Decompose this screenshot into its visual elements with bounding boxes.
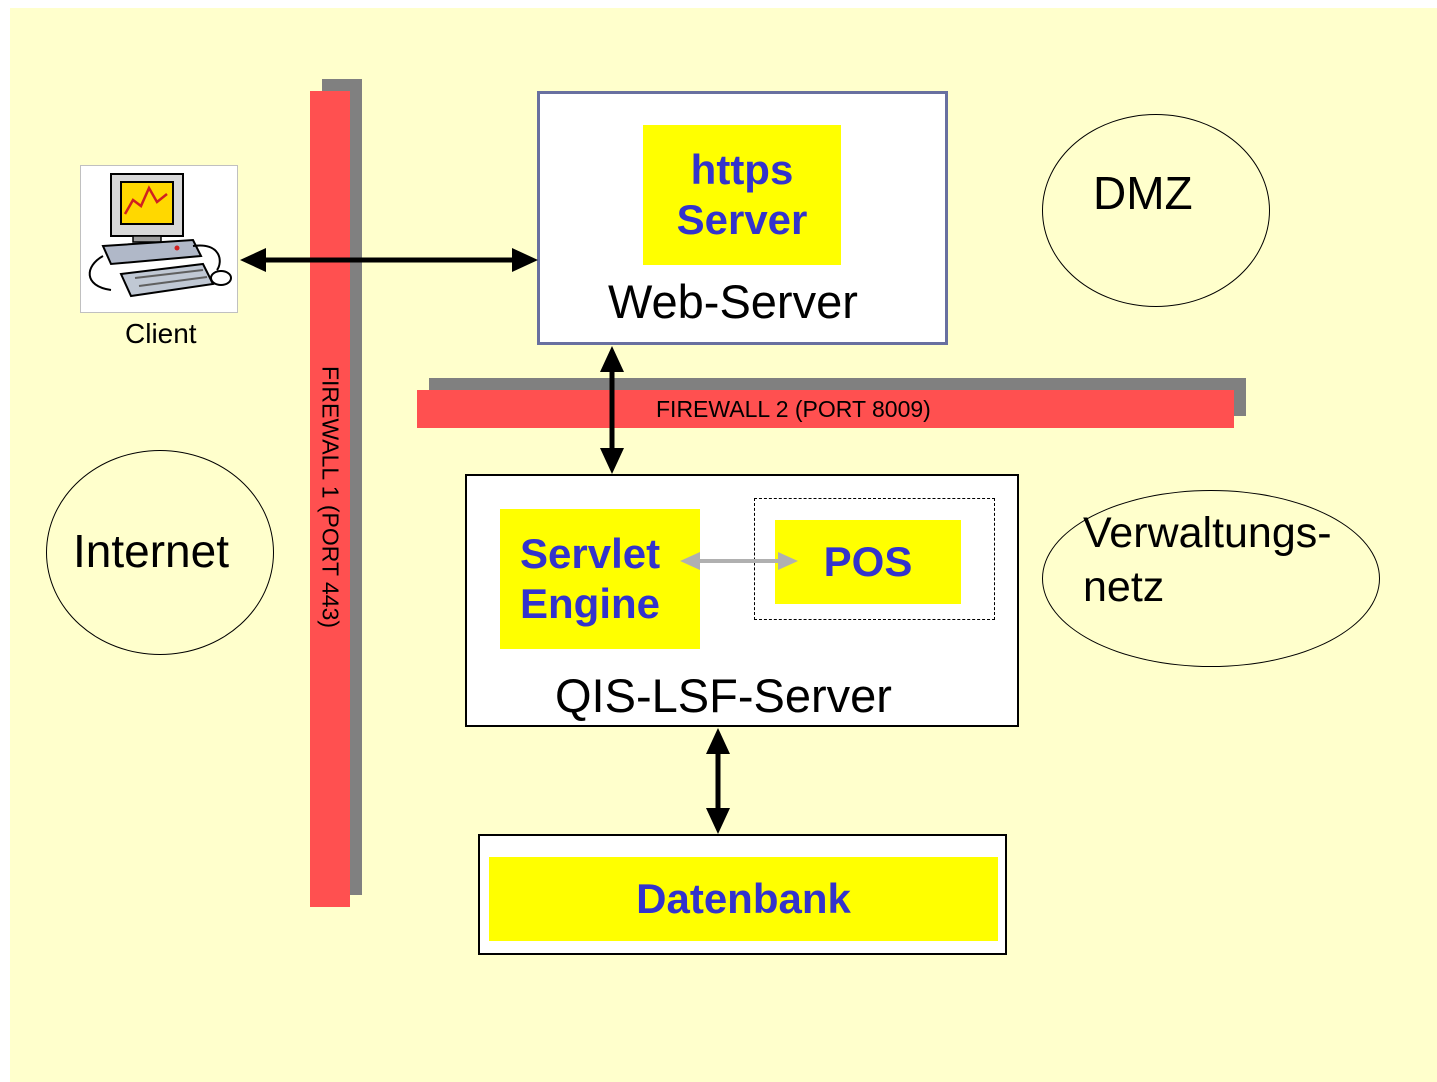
qis-lsf-server-label: QIS-LSF-Server — [555, 669, 892, 722]
servlet-engine-line1: Servlet — [520, 529, 661, 577]
firewall-2-label: FIREWALL 2 (PORT 8009) — [656, 396, 931, 422]
client-label: Client — [125, 318, 197, 349]
client-icon — [80, 165, 238, 313]
https-server-component: https Server — [643, 125, 841, 265]
dmz-label: DMZ — [1093, 167, 1193, 219]
database-label: Datenbank — [636, 874, 851, 922]
pos-label: POS — [823, 537, 913, 585]
verwaltungsnetz-zone: Verwaltungs- netz — [1042, 490, 1380, 667]
verwaltungsnetz-label-line2: netz — [1083, 563, 1165, 611]
web-server-label: Web-Server — [608, 275, 858, 328]
webserver-qis-arrow — [600, 346, 624, 474]
https-server-line1: https — [690, 145, 794, 193]
verwaltungsnetz-label-line1: Verwaltungs- — [1083, 509, 1332, 557]
firewall-1 — [310, 91, 350, 907]
internet-zone: Internet — [46, 450, 274, 655]
client-webserver-arrow — [240, 248, 538, 272]
firewall-2 — [417, 390, 1234, 428]
servlet-pos-arrow — [680, 552, 798, 570]
servlet-engine-line2: Engine — [520, 580, 661, 627]
qis-database-arrow — [706, 728, 730, 834]
https-server-line2: Server — [676, 196, 808, 243]
database-component: Datenbank — [489, 857, 998, 941]
dmz-zone: DMZ — [1042, 114, 1270, 307]
servlet-engine-component: Servlet Engine — [500, 509, 700, 649]
internet-label: Internet — [73, 525, 229, 577]
pos-component: POS — [775, 520, 961, 604]
